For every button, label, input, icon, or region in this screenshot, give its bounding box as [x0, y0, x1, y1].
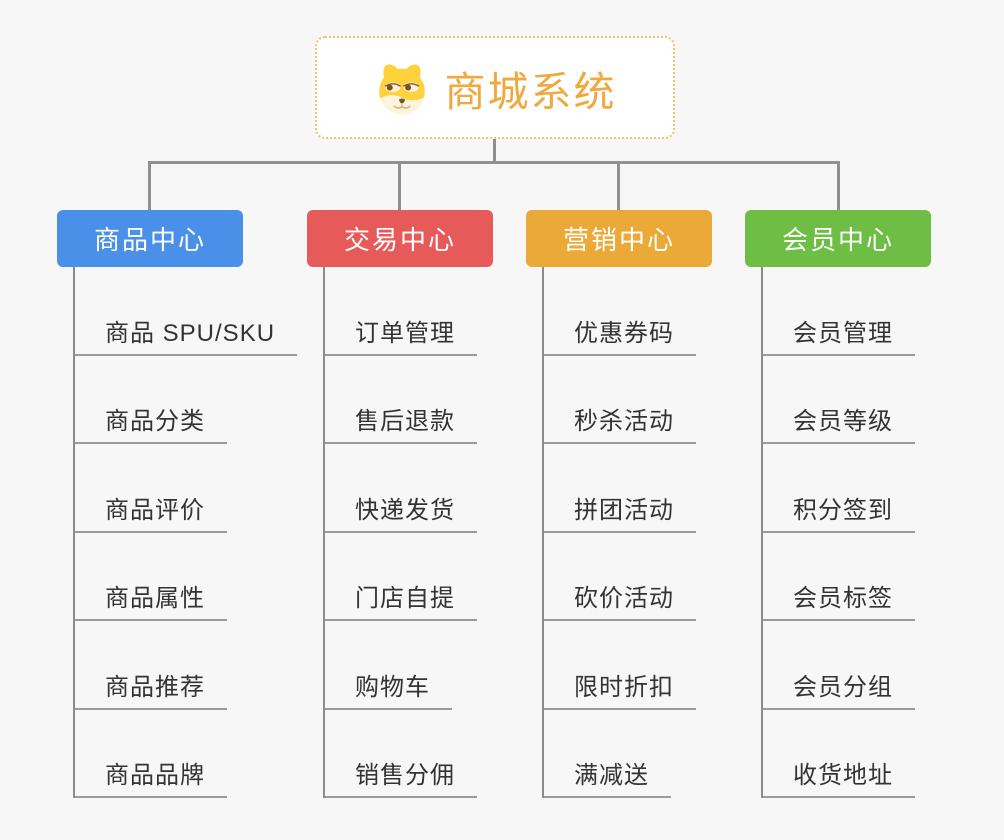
node-product-brand[interactable]: 商品品牌: [75, 710, 227, 798]
branch-header-trade[interactable]: 交易中心: [307, 210, 493, 267]
branch-label: 交易中心: [343, 225, 456, 255]
branch-label: 商品中心: [93, 225, 206, 255]
root-node[interactable]: 商城系统: [315, 36, 675, 139]
branch-member: 会员中心 会员管理 会员等级 积分签到 会员标签 会员分组 收货地址: [745, 210, 931, 798]
node-member-management[interactable]: 会员管理: [763, 267, 915, 356]
connector-drop-product: [148, 161, 151, 210]
node-member-groups[interactable]: 会员分组: [763, 621, 915, 710]
connector-bus: [148, 161, 840, 164]
node-time-discount[interactable]: 限时折扣: [544, 621, 696, 710]
branch-children-product: 商品 SPU/SKU 商品分类 商品评价 商品属性 商品推荐 商品品牌: [73, 267, 298, 798]
node-product-attribute[interactable]: 商品属性: [75, 533, 227, 621]
node-sales-commission[interactable]: 销售分佣: [325, 710, 477, 798]
connector-drop-member: [837, 161, 840, 210]
branch-header-product[interactable]: 商品中心: [57, 210, 243, 267]
node-flash-sale[interactable]: 秒杀活动: [544, 356, 696, 444]
node-order-management[interactable]: 订单管理: [325, 267, 477, 356]
branch-children-member: 会员管理 会员等级 积分签到 会员标签 会员分组 收货地址: [761, 267, 931, 798]
branch-header-marketing[interactable]: 营销中心: [526, 210, 712, 267]
node-shipping-address[interactable]: 收货地址: [763, 710, 915, 798]
node-store-pickup[interactable]: 门店自提: [325, 533, 477, 621]
connector-root-stem: [493, 139, 496, 163]
node-aftersale-refund[interactable]: 售后退款: [325, 356, 477, 444]
branch-header-member[interactable]: 会员中心: [745, 210, 931, 267]
branch-product: 商品中心 商品 SPU/SKU 商品分类 商品评价 商品属性 商品推荐 商品品牌: [57, 210, 298, 798]
node-bargain[interactable]: 砍价活动: [544, 533, 696, 621]
branch-label: 营销中心: [562, 225, 675, 255]
node-product-recommend[interactable]: 商品推荐: [75, 621, 227, 710]
node-shopping-cart[interactable]: 购物车: [325, 621, 452, 710]
branch-children-marketing: 优惠券码 秒杀活动 拼团活动 砍价活动 限时折扣 满减送: [542, 267, 712, 798]
connector-drop-marketing: [617, 161, 620, 210]
node-full-reduction[interactable]: 满减送: [544, 710, 671, 798]
branch-label: 会员中心: [781, 225, 894, 255]
node-member-tags[interactable]: 会员标签: [763, 533, 915, 621]
node-product-review[interactable]: 商品评价: [75, 444, 227, 533]
node-member-level[interactable]: 会员等级: [763, 356, 915, 444]
node-coupon-code[interactable]: 优惠券码: [544, 267, 696, 356]
node-express-shipping[interactable]: 快递发货: [325, 444, 477, 533]
root-title: 商城系统: [444, 68, 617, 115]
node-group-buy[interactable]: 拼团活动: [544, 444, 696, 533]
node-points-checkin[interactable]: 积分签到: [763, 444, 915, 533]
branch-trade: 交易中心 订单管理 售后退款 快递发货 门店自提 购物车 销售分佣: [307, 210, 493, 798]
node-product-category[interactable]: 商品分类: [75, 356, 227, 444]
node-product-spu-sku[interactable]: 商品 SPU/SKU: [75, 267, 298, 356]
connector-drop-trade: [398, 161, 401, 210]
doge-icon: [378, 63, 425, 114]
branch-marketing: 营销中心 优惠券码 秒杀活动 拼团活动 砍价活动 限时折扣 满减送: [526, 210, 712, 798]
branch-children-trade: 订单管理 售后退款 快递发货 门店自提 购物车 销售分佣: [323, 267, 493, 798]
